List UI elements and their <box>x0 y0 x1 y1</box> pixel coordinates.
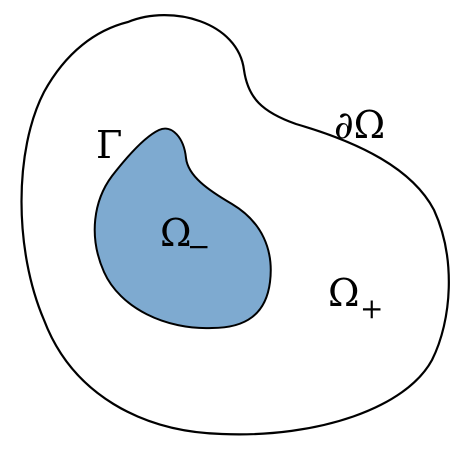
interface-label: Γ <box>96 123 122 167</box>
inner-region-label-subscript: − <box>187 230 210 263</box>
inner-region-gamma <box>93 127 272 330</box>
outer-region-label-subscript: + <box>360 292 383 325</box>
outer-boundary-label: ∂Ω <box>334 103 385 147</box>
inner-region-label: Ω − <box>160 211 210 263</box>
outer-region-label-base: Ω <box>328 271 360 315</box>
inner-region-label-base: Ω <box>160 211 192 255</box>
outer-region-label: Ω + <box>328 271 383 325</box>
